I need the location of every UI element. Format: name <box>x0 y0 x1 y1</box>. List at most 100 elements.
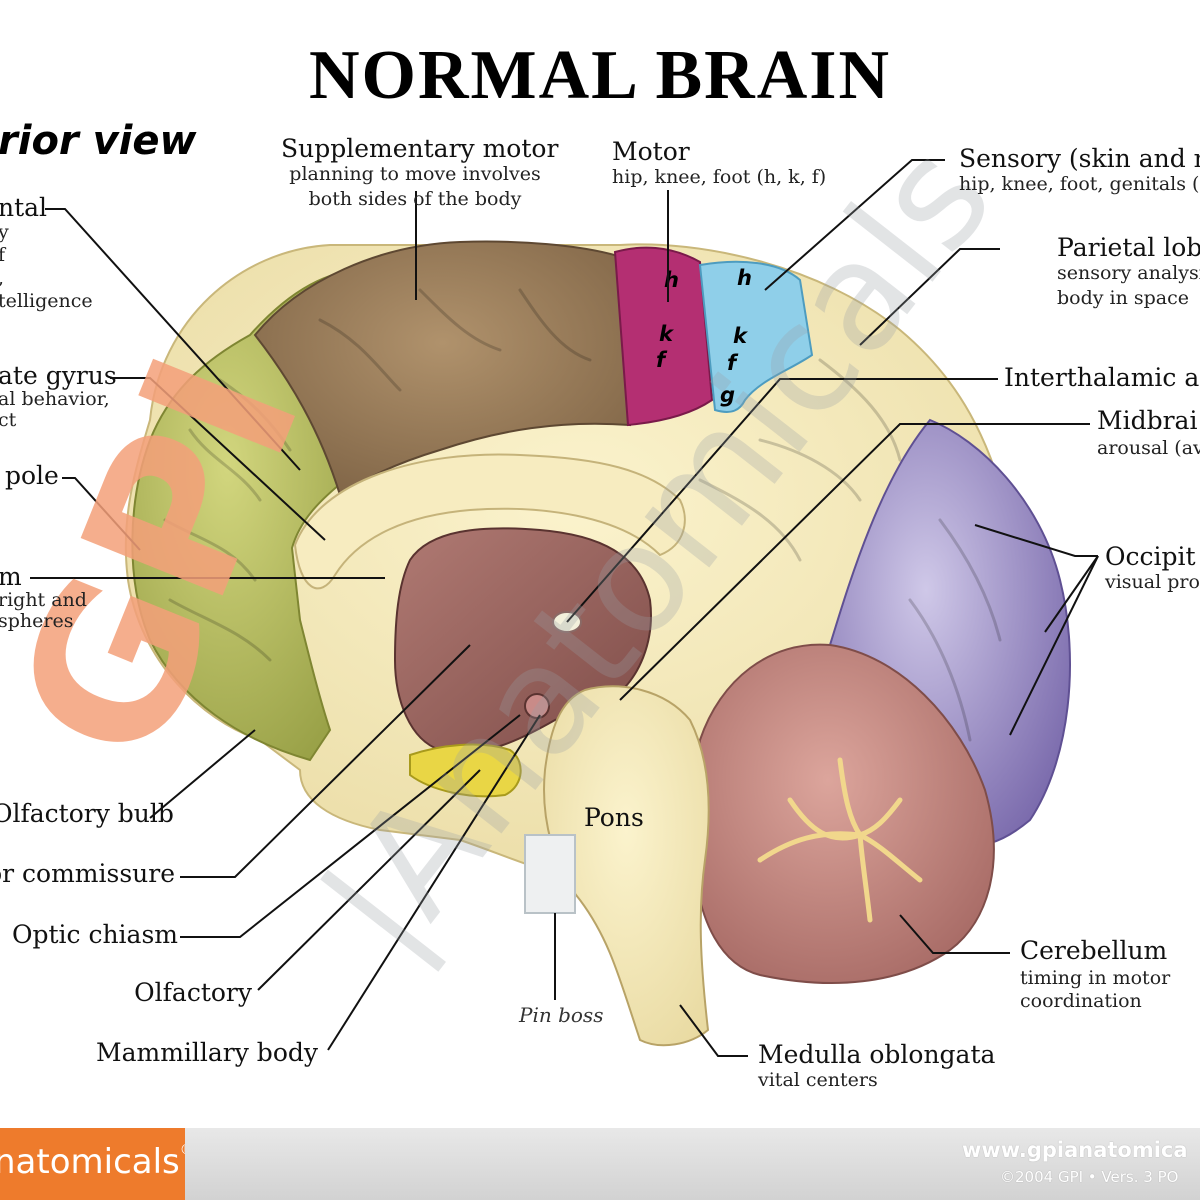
label-name: Optic chiasm <box>11 920 178 949</box>
label-name: Olfactory <box>134 978 252 1007</box>
label-desc: right and <box>0 589 87 611</box>
label-parietal: Parietal lob sensory analysi body in spa… <box>1057 234 1200 308</box>
leader-midbrain <box>619 423 1090 701</box>
view-title: rior view <box>0 118 197 164</box>
label-mammillary: Mammillary body <box>60 1039 318 1066</box>
leader-commissure <box>180 644 471 878</box>
label-midbrain: Midbrai arousal (av <box>1097 407 1200 459</box>
label-interthalamic: Interthalamic ad <box>1004 364 1200 391</box>
label-desc: y <box>0 221 9 243</box>
label-desc: visual pro <box>1105 571 1200 593</box>
corpus-callosum <box>293 453 686 590</box>
pin-boss <box>524 834 576 914</box>
label-desc: arousal (av <box>1097 437 1200 459</box>
sensory-letter: k <box>733 324 749 348</box>
leader-optic <box>180 714 521 938</box>
brand-text: natomicals <box>0 1142 180 1182</box>
label-desc: timing in motor <box>1020 967 1171 989</box>
olfactory-region <box>409 743 522 798</box>
label-name: Pin boss <box>519 1003 604 1027</box>
label-cerebellum: Cerebellum timing in motor coordination <box>1020 937 1170 1011</box>
sensory-strip <box>698 260 814 413</box>
footer-url-link[interactable]: www.gpianatomica <box>962 1138 1188 1162</box>
label-motor: Motor hip, knee, foot (h, k, f) <box>612 138 826 188</box>
label-name: Cerebellum <box>1020 936 1168 965</box>
label-desc: , <box>0 267 93 290</box>
leader-pole <box>62 477 141 551</box>
motor-strip <box>613 246 714 427</box>
label-desc: hip, knee, foot (h, k, f) <box>612 166 827 188</box>
brand-box: natomicals® <box>0 1128 185 1200</box>
brand-logo[interactable]: natomicals® <box>0 1142 185 1182</box>
label-name: ntal <box>0 193 48 222</box>
brainstem <box>543 685 710 1047</box>
label-name: Supplementary motor <box>281 134 559 163</box>
sensory-letter: f <box>727 351 739 375</box>
label-pons: Pons <box>584 804 644 831</box>
leader-occipital-c <box>1009 555 1099 736</box>
label-pin-boss: Pin boss <box>519 1003 604 1027</box>
label-name: Pons <box>584 803 644 832</box>
leader-interthalamic <box>566 378 998 623</box>
motor-letter: k <box>659 322 675 346</box>
gyri-texture <box>163 288 1002 742</box>
label-cingulate: ate gyrus al behavior, ct <box>0 362 117 430</box>
label-desc: sensory analysi <box>1057 262 1200 284</box>
label-desc: al behavior, <box>0 388 110 410</box>
label-name: Interthalamic ad <box>1004 363 1200 392</box>
label-name: ate gyrus <box>0 361 117 390</box>
sensory-letter: h <box>737 266 752 290</box>
label-desc: f <box>0 244 6 266</box>
label-name: or commissure <box>0 859 175 888</box>
label-name: Motor <box>612 137 690 166</box>
label-desc: coordination <box>1020 989 1142 1012</box>
label-name: Midbrai <box>1097 406 1198 435</box>
label-name: Occipit <box>1105 542 1196 571</box>
leader-lines <box>30 159 1099 1057</box>
arbor-vitae <box>757 757 923 923</box>
label-name: Olfactory bulb <box>0 799 174 828</box>
label-commissure: or commissure <box>0 860 175 887</box>
label-optic-chiasm: Optic chiasm <box>0 921 178 948</box>
label-frontal: ntal y f , telligence <box>0 194 93 313</box>
leader-cingulate <box>110 377 326 541</box>
footer-bar: natomicals® www.gpianatomica ©2004 GPI •… <box>0 1128 1200 1200</box>
leader-sensory <box>764 159 945 291</box>
label-olfactory: Olfactory <box>60 979 252 1006</box>
label-name: pole <box>5 461 59 490</box>
footer-copyright: ©2004 GPI • Vers. 3 PO <box>1000 1168 1179 1186</box>
page-title: NORMAL BRAIN <box>308 37 892 114</box>
label-sensory: Sensory (skin and m hip, knee, foot, gen… <box>959 145 1200 195</box>
leader-occipital-b <box>1044 555 1099 633</box>
label-desc: body in space <box>1057 286 1190 309</box>
leader-mammillary <box>327 714 541 1051</box>
leader-frontal <box>45 208 301 471</box>
label-desc: both sides of the body <box>308 187 522 210</box>
sensory-letter: g <box>720 383 735 407</box>
registered-mark: ® <box>180 1142 185 1158</box>
leader-olfactory <box>257 769 481 991</box>
motor-letter: f <box>656 348 668 372</box>
label-name: Parietal lob <box>1057 233 1200 262</box>
label-desc: vital centers <box>758 1069 878 1091</box>
label-desc: planning to move involves <box>289 163 541 185</box>
leader-cerebellum <box>899 914 1010 954</box>
leader-occipital-a <box>974 524 1098 557</box>
sensory-letters: h k f g <box>720 266 752 407</box>
label-callosum: m right and spheres <box>0 563 87 631</box>
premotor-region <box>253 240 632 497</box>
label-supplementary-motor: Supplementary motor planning to move inv… <box>281 134 559 210</box>
label-name: m <box>0 562 22 591</box>
leader-medulla <box>679 1004 748 1057</box>
label-desc: hip, knee, foot, genitals ( <box>959 173 1200 195</box>
label-desc: ct <box>0 408 17 431</box>
label-name: Sensory (skin and m <box>959 144 1200 173</box>
label-medulla: Medulla oblongata vital centers <box>758 1041 995 1091</box>
label-name: Mammillary body <box>95 1038 318 1067</box>
motor-letter: h <box>664 268 679 292</box>
label-desc: spheres <box>0 609 74 632</box>
label-occipital: Occipit visual pro <box>1105 543 1200 593</box>
label-desc: telligence <box>0 290 93 312</box>
